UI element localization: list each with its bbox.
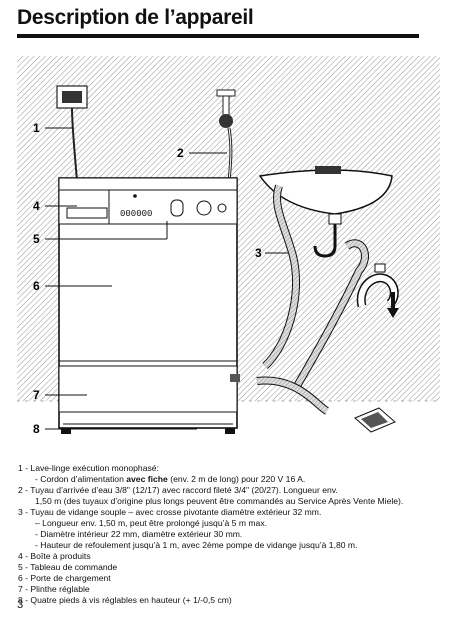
legend-line: 2 - Tuyau d’arrivée d’eau 3/8" (12/17) a…	[18, 485, 338, 495]
legend-line: - Cordon d’alimentation avec fiche (env.…	[35, 474, 306, 484]
callout-6: 6	[33, 279, 40, 293]
program-display: 000000	[120, 209, 152, 219]
legend-line: 8 - Quatre pieds à vis réglables en haut…	[18, 595, 232, 605]
legend-line: - Diamètre intérieur 22 mm, diamètre ext…	[35, 529, 243, 539]
wash-basin-icon	[258, 166, 393, 258]
hose-crook-icon	[356, 263, 399, 318]
legend-line: – Longueur env. 1,50 m, peut être prolon…	[35, 518, 268, 528]
title-rule	[17, 34, 419, 38]
legend-line: 3 - Tuyau de vidange souple – avec cross…	[18, 507, 322, 517]
legend-line: 5 - Tableau de commande	[18, 562, 118, 572]
washing-machine: 000000	[58, 177, 238, 434]
legend-line: 7 - Plinthe réglable	[18, 584, 90, 594]
callout-8: 8	[33, 422, 40, 436]
floor-drain-icon	[354, 407, 396, 433]
water-tap-icon	[216, 89, 236, 182]
plinth	[58, 365, 238, 413]
callout-3: 3	[255, 246, 262, 260]
legend: 1 - Lave-linge exécution monophasé: - Co…	[18, 463, 438, 606]
valve-icon	[230, 374, 240, 382]
page-number: 3	[17, 599, 24, 611]
legend-line: - Hauteur de refoulement jusqu’à 1 m, av…	[35, 540, 358, 550]
appliance-illustration: 000000	[17, 56, 440, 446]
legend-line: 1,50 m (des tuyaux d’origine plus longs …	[35, 496, 404, 506]
wall-socket-icon	[56, 85, 88, 182]
legend-line: 4 - Boîte à produits	[18, 551, 91, 561]
callout-5: 5	[33, 232, 40, 246]
callout-4: 4	[33, 199, 40, 213]
legend-line: 6 - Porte de chargement	[18, 573, 111, 583]
callout-7: 7	[33, 388, 40, 402]
callout-1: 1	[33, 121, 40, 135]
page-title: Description de l’appareil	[17, 6, 254, 29]
detergent-drawer	[66, 207, 108, 219]
legend-line: 1 - Lave-linge exécution monophasé:	[18, 463, 159, 473]
drain-hose	[256, 184, 369, 415]
callout-2: 2	[177, 146, 184, 160]
